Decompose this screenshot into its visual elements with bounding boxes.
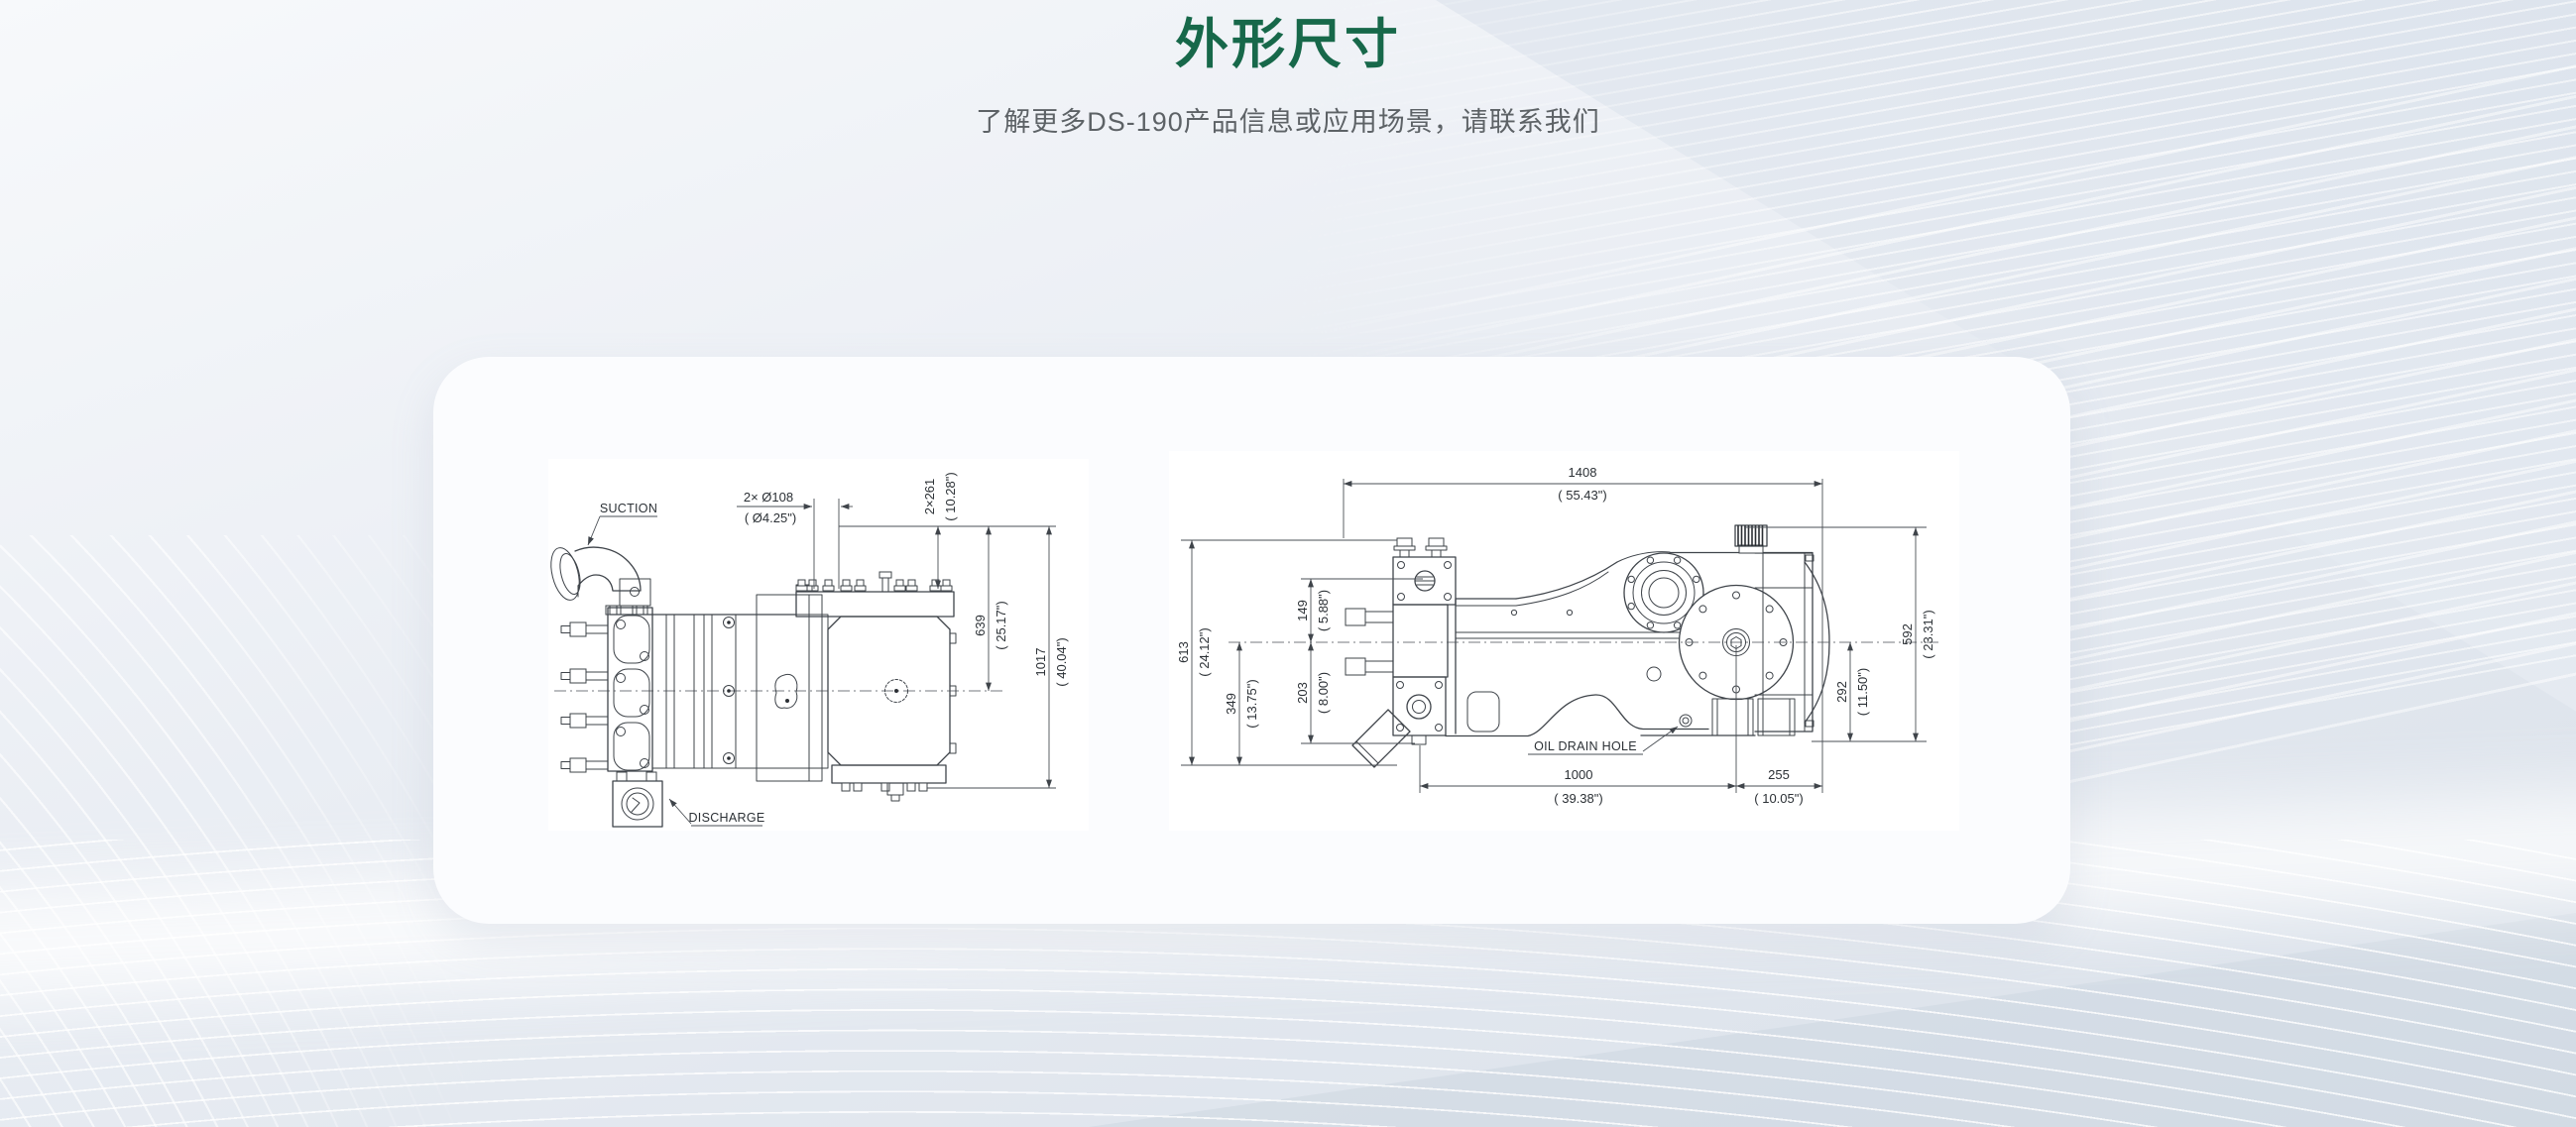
- dim-port-above-center: 149 ( 5.88"): [1295, 579, 1331, 642]
- frame-cutout: [1466, 691, 1500, 733]
- section-header: 外形尺寸 了解更多DS-190产品信息或应用场景，请联系我们: [0, 0, 2576, 139]
- suction-elbow: [550, 546, 651, 616]
- frame-hole: [1646, 666, 1662, 682]
- dim-centerline-to-base: 349 ( 13.75"): [1224, 642, 1259, 765]
- discharge-port: [612, 771, 663, 828]
- suction-label-text: SUCTION: [600, 502, 657, 515]
- dim-port-inch: ( Ø4.25"): [745, 510, 796, 525]
- dim-centerline-to-base-mm: 349: [1224, 693, 1238, 715]
- suction-label: SUCTION: [587, 502, 657, 546]
- dim-port-above-center-mm: 149: [1295, 600, 1310, 621]
- dim-overall-length-inch: ( 55.43"): [1558, 488, 1606, 503]
- page-title: 外形尺寸: [1175, 15, 1401, 74]
- oil-drain-label: OIL DRAIN HOLE: [1528, 726, 1679, 755]
- stud-bolts: [560, 621, 609, 773]
- dim-port-below-center: 203 ( 8.00"): [1295, 642, 1331, 743]
- casting-opening: [774, 673, 798, 709]
- dim-center-width: 639 ( 25.17"): [973, 526, 1008, 691]
- dim-port-to-shaft-inch: ( 39.38"): [1554, 791, 1602, 806]
- dim-overall-width-mm: 1017: [1033, 648, 1048, 677]
- oil-drain-label-text: OIL DRAIN HOLE: [1534, 739, 1637, 753]
- dimensions-card: SUCTION DISCHARGE 2× Ø108 ( Ø4.25"): [433, 357, 2070, 924]
- oil-drain-hole: [1679, 714, 1693, 728]
- dim-shaft-top-height: 592 ( 23.31"): [1900, 527, 1935, 741]
- dim-overall-height-mm: 613: [1176, 641, 1191, 663]
- dim-overall-height: 613 ( 24.12"): [1176, 540, 1212, 765]
- drawing-top-view: SUCTION DISCHARGE 2× Ø108 ( Ø4.25"): [548, 459, 1089, 831]
- drawing-side-view: OIL DRAIN HOLE 1408 ( 55.43"): [1169, 451, 1959, 831]
- fluid-end-block: [607, 607, 653, 772]
- background-tint-bottom-right: [1089, 913, 2576, 1127]
- discharge-label-text: DISCHARGE: [688, 811, 764, 825]
- valve-stack: [1345, 537, 1457, 745]
- dim-center-to-base-mm: 292: [1834, 681, 1849, 703]
- discharge-label: DISCHARGE: [668, 798, 764, 827]
- dim-shaft-to-end-mm: 255: [1768, 767, 1790, 782]
- dim-flange-offset: 2×261 ( 10.28"): [922, 472, 958, 589]
- top-view-svg: SUCTION DISCHARGE 2× Ø108 ( Ø4.25"): [550, 472, 1069, 828]
- deck-bolts: [795, 571, 953, 593]
- dim-flange-offset-mm: 2×261: [922, 479, 937, 515]
- dim-center-to-base: 292 ( 11.50"): [1834, 642, 1870, 741]
- dim-port-below-center-mm: 203: [1295, 682, 1310, 704]
- dim-flange-offset-inch: ( 10.28"): [943, 472, 958, 520]
- dim-port-mm: 2× Ø108: [744, 490, 793, 505]
- mounting-deck: [795, 571, 955, 618]
- dim-port-below-center-inch: ( 8.00"): [1316, 672, 1331, 714]
- page-subtitle: 了解更多DS-190产品信息或应用场景，请联系我们: [976, 107, 1600, 137]
- dim-centerline-to-base-inch: ( 13.75"): [1244, 679, 1259, 728]
- frame-mid-section: [609, 594, 829, 782]
- background-wave-lines-left: [0, 535, 476, 1127]
- dim-shaft-top-height-mm: 592: [1900, 623, 1915, 645]
- dim-shaft-to-end-inch: ( 10.05"): [1754, 791, 1803, 806]
- dim-port-above-center-inch: ( 5.88"): [1316, 590, 1331, 631]
- dim-center-width-inch: ( 25.17"): [994, 601, 1008, 649]
- side-view-svg: OIL DRAIN HOLE 1408 ( 55.43"): [1176, 465, 1942, 806]
- dim-overall-width: 1017 ( 40.04"): [1033, 526, 1069, 788]
- dim-overall-width-inch: ( 40.04"): [1054, 637, 1069, 686]
- dim-shaft-to-end: 255 ( 10.05"): [1736, 767, 1822, 806]
- dim-overall-length-mm: 1408: [1569, 465, 1597, 480]
- dim-overall-height-inch: ( 24.12"): [1197, 627, 1212, 676]
- dim-port-to-shaft-mm: 1000: [1565, 767, 1593, 782]
- dim-center-width-mm: 639: [973, 615, 988, 636]
- crankcase: [827, 616, 957, 802]
- discharge-pipe: [1351, 709, 1411, 768]
- gear-feet: [1711, 698, 1796, 736]
- spline-shaft-end: [884, 679, 908, 703]
- dim-center-to-base-inch: ( 11.50"): [1855, 668, 1870, 716]
- dim-shaft-top-height-inch: ( 23.31"): [1921, 610, 1935, 658]
- dim-port-diameter: 2× Ø108 ( Ø4.25"): [737, 490, 853, 589]
